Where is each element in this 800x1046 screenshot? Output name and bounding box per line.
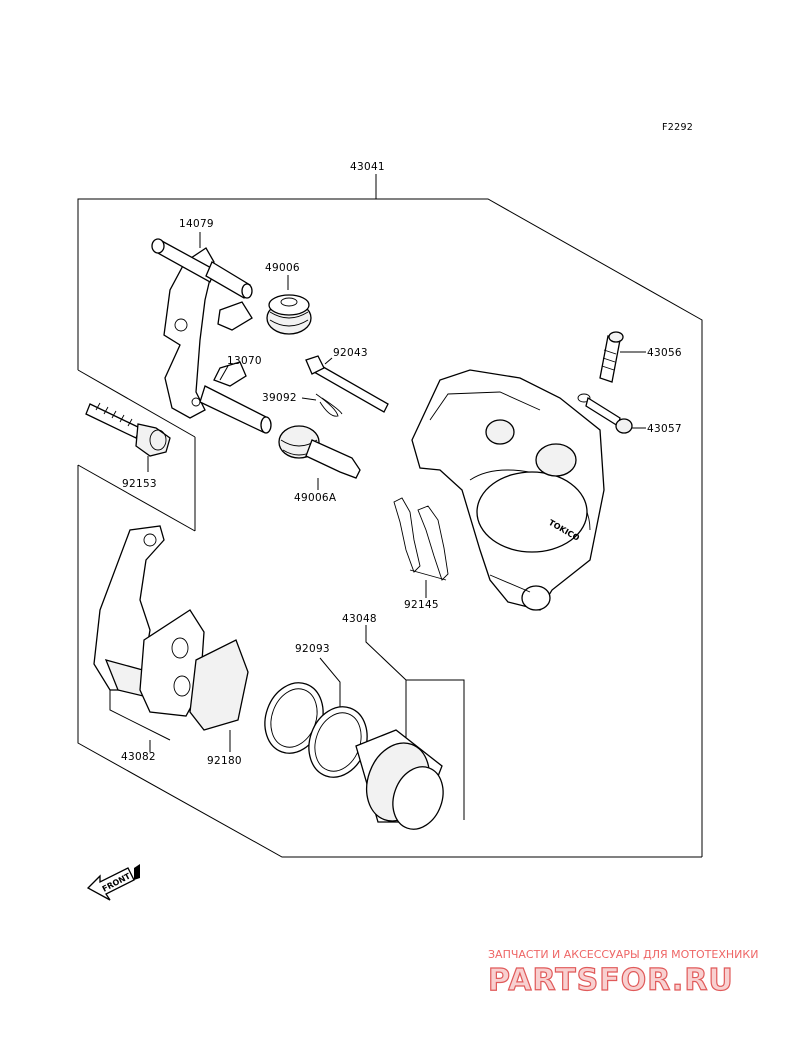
label-13070: 13070 xyxy=(227,355,262,367)
label-92180: 92180 xyxy=(207,755,242,767)
label-92093: 92093 xyxy=(295,643,330,655)
label-43048: 43048 xyxy=(342,613,377,625)
label-43082: 43082 xyxy=(121,751,156,763)
label-14079: 14079 xyxy=(179,218,214,230)
caliper-body-part[interactable]: TOKICO xyxy=(411,369,605,611)
label-92043: 92043 xyxy=(333,347,368,359)
label-49006A: 49006A xyxy=(294,492,337,504)
diagram-code: F2292 xyxy=(662,122,693,133)
cap-part[interactable] xyxy=(577,393,633,434)
bolt-part[interactable] xyxy=(85,402,171,457)
label-92145: 92145 xyxy=(404,599,439,611)
label-43057: 43057 xyxy=(647,423,682,435)
label-43056: 43056 xyxy=(647,347,682,359)
watermark-logo: PARTSFOR.RU xyxy=(488,963,734,998)
clip-part[interactable] xyxy=(315,393,343,417)
boot-a-part[interactable] xyxy=(278,425,361,479)
watermark-line: ЗАПЧАСТИ И АКСЕССУАРЫ ДЛЯ МОТОТЕХНИКИ xyxy=(488,948,758,961)
bleeder-part[interactable] xyxy=(599,331,624,383)
pad-spring-part[interactable] xyxy=(393,497,449,581)
label-43041: 43041 xyxy=(350,161,385,173)
label-49006: 49006 xyxy=(265,262,300,274)
pin-part[interactable] xyxy=(305,355,389,413)
front-arrow-icon xyxy=(86,864,140,901)
label-92153: 92153 xyxy=(122,478,157,490)
piston-part[interactable] xyxy=(355,729,451,836)
assembly-frame xyxy=(77,174,703,858)
caliper-bracket-part[interactable] xyxy=(151,238,272,434)
boot-part[interactable] xyxy=(266,294,312,335)
brake-pad-part[interactable] xyxy=(93,525,249,731)
label-39092: 39092 xyxy=(262,392,297,404)
